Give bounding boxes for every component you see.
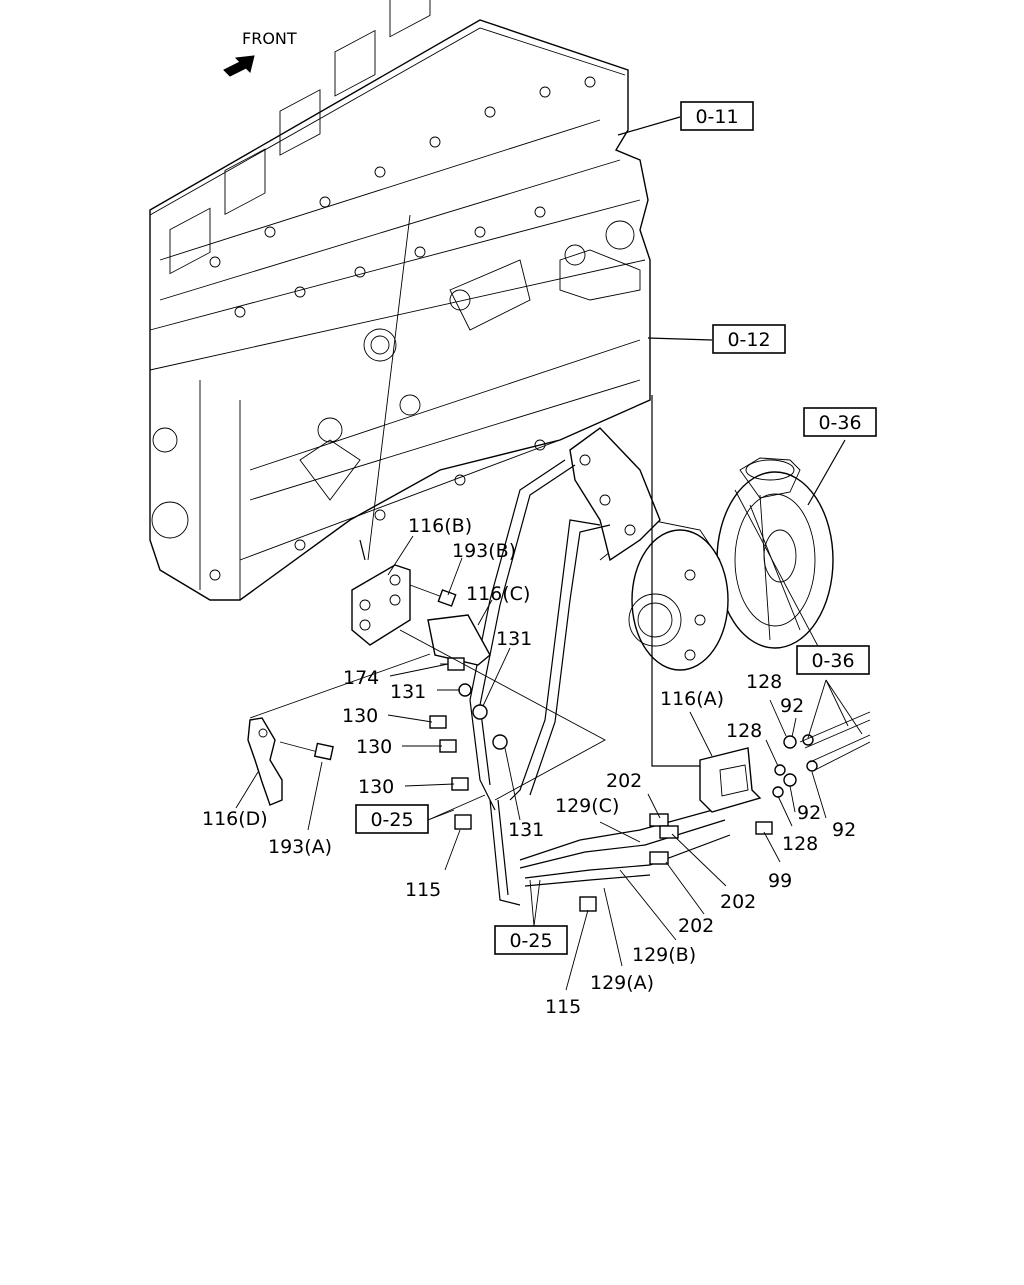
- bracket-116d: [247, 717, 283, 806]
- label-92-mid: 92: [797, 802, 821, 824]
- bracket-116a: [699, 747, 762, 813]
- ref-0-36-top-text: 0-36: [818, 412, 861, 434]
- label-116c: 116(C): [466, 583, 530, 605]
- bolt-174: [440, 657, 465, 671]
- ref-0-12-text: 0-12: [727, 329, 770, 351]
- bracket-116b: [351, 564, 411, 646]
- label-131-upper: 131: [496, 628, 532, 650]
- label-129a: 129(A): [590, 972, 654, 994]
- label-99: 99: [768, 870, 792, 892]
- engine-block: [149, 0, 651, 601]
- leader-0-12: [647, 337, 713, 341]
- part-labels: 116(B) 193(B) 116(C) 131 174 131 130 130…: [202, 515, 856, 1018]
- label-130-c: 130: [358, 776, 394, 798]
- ref-box-0-12[interactable]: 0-12: [712, 324, 786, 354]
- washer-131b: [458, 683, 472, 697]
- leader-block-to-116a: [651, 395, 700, 767]
- ref-box-0-36-right[interactable]: 0-36: [796, 645, 870, 675]
- oil-pipes: [359, 459, 731, 906]
- label-193b: 193(B): [452, 540, 516, 562]
- label-202-bottom: 202: [678, 915, 714, 937]
- ref-0-25-bottom-text: 0-25: [509, 930, 552, 952]
- label-131-mid: 131: [390, 681, 426, 703]
- phantom-line-2: [399, 629, 606, 801]
- phantom-line-1: [249, 653, 431, 719]
- label-202-top: 202: [606, 770, 642, 792]
- bolt-193a: [279, 741, 334, 761]
- cylinder-pockets: [169, 0, 431, 275]
- ref-box-0-25-left[interactable]: 0-25: [355, 804, 429, 834]
- label-116b: 116(B): [408, 515, 472, 537]
- leader-0-11: [617, 116, 681, 136]
- ref-box-0-36-top[interactable]: 0-36: [803, 407, 877, 437]
- label-116a: 116(A): [660, 688, 724, 710]
- label-92-top: 92: [780, 695, 804, 717]
- front-label: FRONT: [242, 29, 297, 48]
- label-129c: 129(C): [555, 795, 619, 817]
- leader-0-36-top: [807, 439, 846, 506]
- washer-131a: [472, 704, 488, 720]
- label-115-left: 115: [405, 879, 441, 901]
- ref-0-11-text: 0-11: [695, 106, 738, 128]
- label-128-top: 128: [746, 671, 782, 693]
- nuts-92-washers-128: [772, 711, 871, 798]
- bolt-115a: [454, 814, 472, 830]
- label-115-bottom: 115: [545, 996, 581, 1018]
- front-indicator: FRONT: [223, 29, 297, 77]
- bolts-130: [429, 715, 469, 791]
- bolt-99: [755, 821, 773, 835]
- bolt-115b: [579, 896, 597, 912]
- label-193a: 193(A): [268, 836, 332, 858]
- label-202-right: 202: [720, 891, 756, 913]
- label-116d: 116(D): [202, 808, 268, 830]
- label-174: 174: [343, 667, 379, 689]
- turbocharger: [569, 427, 834, 671]
- plate-116c: [427, 614, 491, 666]
- label-129b: 129(B): [632, 944, 696, 966]
- ref-0-25-left-text: 0-25: [370, 809, 413, 831]
- ref-box-0-25-bottom[interactable]: 0-25: [494, 925, 568, 955]
- front-arrow-icon: [223, 55, 255, 77]
- label-128-mid: 128: [726, 720, 762, 742]
- label-92-right: 92: [832, 819, 856, 841]
- bolt-193b: [409, 584, 457, 607]
- label-131-lower: 131: [508, 819, 544, 841]
- ref-0-36-right-text: 0-36: [811, 650, 854, 672]
- phantom-line-3: [367, 214, 411, 561]
- ref-box-0-11[interactable]: 0-11: [680, 101, 754, 131]
- washer-131c: [492, 734, 508, 750]
- head-bolts: [209, 76, 596, 318]
- label-128-bottom: 128: [782, 833, 818, 855]
- leader-lines: [235, 535, 863, 991]
- label-130-b: 130: [356, 736, 392, 758]
- label-130-a: 130: [342, 705, 378, 727]
